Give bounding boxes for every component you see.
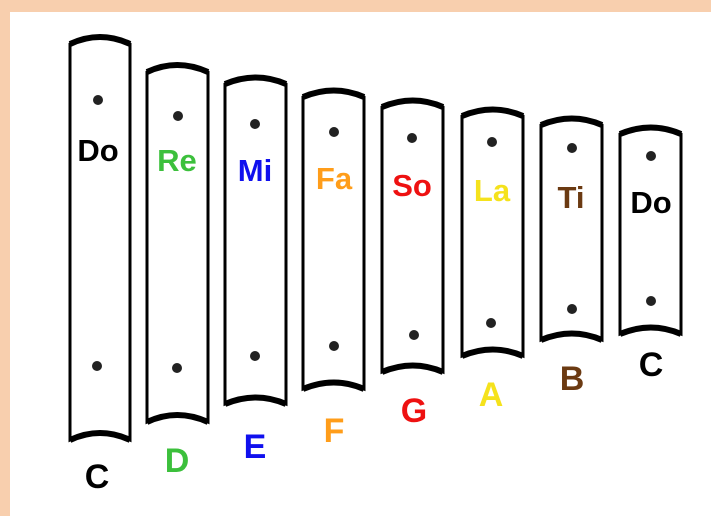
bar-bottom-rim bbox=[460, 346, 525, 359]
bar-bottom-rim bbox=[68, 430, 132, 443]
xylophone-svg: Do C Re D Mi E Fa F So G bbox=[68, 34, 683, 496]
note-label: F bbox=[324, 412, 345, 450]
xylophone-bar: So G bbox=[380, 97, 445, 430]
bar-top-rim bbox=[68, 34, 132, 47]
note-label: G bbox=[401, 392, 427, 430]
bar-bottom-hole bbox=[329, 341, 339, 351]
solfege-label: Fa bbox=[316, 161, 353, 196]
bar-bottom-hole bbox=[567, 304, 577, 314]
solfege-label: Ti bbox=[558, 180, 585, 215]
bar-top-rim bbox=[301, 87, 366, 100]
xylophone-bar: Do C bbox=[68, 34, 132, 496]
bar-top-rim bbox=[223, 74, 288, 87]
bar-bottom-rim bbox=[539, 330, 604, 343]
xylophone-diagram: Do C Re D Mi E Fa F So G bbox=[10, 12, 711, 516]
solfege-label: Re bbox=[157, 143, 197, 178]
bar-bottom-rim bbox=[380, 362, 445, 375]
bar-bottom-rim bbox=[301, 379, 366, 392]
bar-top-rim bbox=[618, 124, 683, 137]
note-label: C bbox=[639, 346, 664, 384]
solfege-label: Mi bbox=[238, 153, 272, 188]
note-label: D bbox=[165, 442, 190, 480]
bar-bottom-hole bbox=[646, 296, 656, 306]
bar-top-rim bbox=[145, 62, 210, 75]
bar-bottom-rim bbox=[223, 394, 288, 407]
xylophone-bar: Mi E bbox=[223, 74, 288, 466]
bar-bottom-hole bbox=[92, 361, 102, 371]
solfege-label: Do bbox=[630, 185, 671, 220]
bar-bottom-hole bbox=[250, 351, 260, 361]
xylophone-bar: La A bbox=[460, 106, 525, 414]
bar-top-rim bbox=[380, 97, 445, 110]
note-label: C bbox=[85, 458, 110, 496]
bar-top-rim bbox=[539, 115, 604, 128]
bar-top-hole bbox=[250, 119, 260, 129]
solfege-label: So bbox=[392, 168, 432, 203]
bar-bottom-rim bbox=[618, 324, 683, 337]
xylophone-bar: Ti B bbox=[539, 115, 604, 398]
xylophone-bar: Fa F bbox=[301, 87, 366, 450]
bar-bottom-hole bbox=[409, 330, 419, 340]
xylophone-bar: Do C bbox=[618, 124, 683, 384]
bar-bottom-hole bbox=[172, 363, 182, 373]
bar-top-hole bbox=[567, 143, 577, 153]
bar-top-hole bbox=[487, 137, 497, 147]
bar-top-rim bbox=[460, 106, 525, 119]
bar-top-hole bbox=[646, 151, 656, 161]
bar-bottom-rim bbox=[145, 412, 210, 425]
solfege-label: La bbox=[474, 173, 511, 208]
solfege-label: Do bbox=[77, 133, 118, 168]
bar-top-hole bbox=[407, 133, 417, 143]
bar-bottom-hole bbox=[486, 318, 496, 328]
bar-top-hole bbox=[173, 111, 183, 121]
note-label: B bbox=[560, 360, 585, 398]
note-label: A bbox=[479, 376, 504, 414]
xylophone-bar: Re D bbox=[145, 62, 210, 480]
bar-top-hole bbox=[329, 127, 339, 137]
note-label: E bbox=[244, 428, 267, 466]
bar-top-hole bbox=[93, 95, 103, 105]
